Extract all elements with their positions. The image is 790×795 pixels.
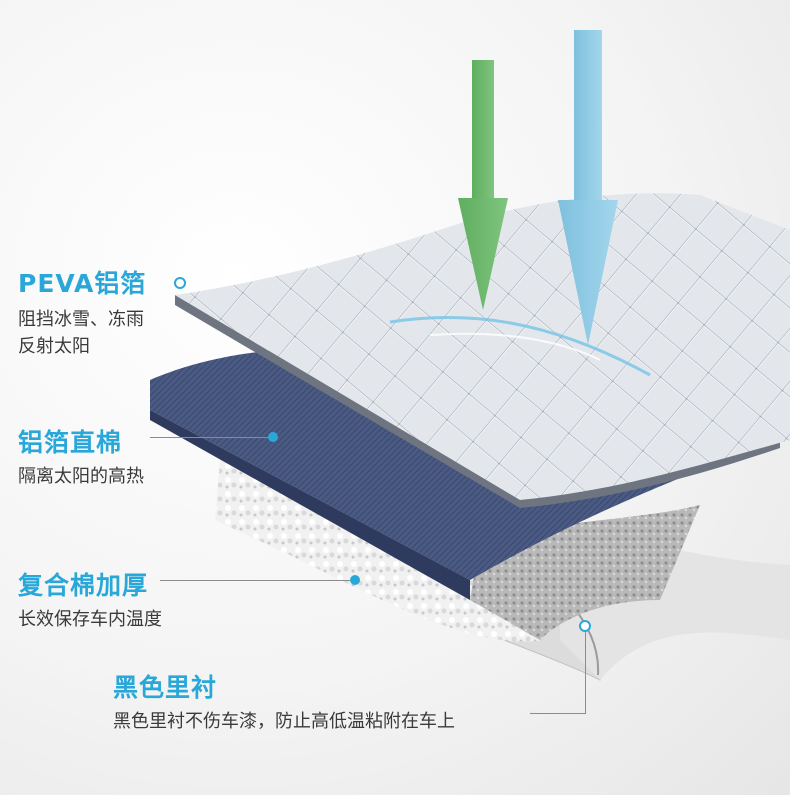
- blue-arrow-icon: [558, 30, 618, 345]
- peva-marker-dot: [174, 277, 186, 289]
- composite-cotton-desc: 长效保存车内温度: [18, 609, 162, 630]
- peva-foil-layer: [175, 193, 790, 500]
- callout-foil-cotton: 铝箔直棉 隔离太阳的高热: [18, 423, 144, 490]
- black-lining-desc: 黑色里衬不伤车漆，防止高低温粘附在车上: [113, 711, 455, 732]
- composite-cotton-title: 复合棉加厚: [18, 571, 149, 600]
- composite-cotton-marker-dot: [350, 575, 360, 585]
- green-arrow-icon: [458, 60, 508, 310]
- callout-peva: PEVA铝箔 阻挡冰雪、冻雨 反射太阳: [18, 264, 146, 360]
- peva-desc-2: 反射太阳: [18, 336, 90, 357]
- cotton-layer: [215, 460, 545, 642]
- foil-cotton-leader-line: [150, 437, 270, 438]
- navy-layer: [150, 349, 700, 580]
- composite-cotton-leader-line: [160, 580, 350, 581]
- foil-cotton-marker-dot: [268, 432, 278, 442]
- black-lining-marker-dot: [579, 620, 591, 632]
- black-lining-leader-line-v: [585, 628, 586, 714]
- peva-desc-1: 阻挡冰雪、冻雨: [18, 309, 144, 330]
- black-lining-title: 黑色里衬: [113, 673, 218, 702]
- callout-black-lining: 黑色里衬 黑色里衬不伤车漆，防止高低温粘附在车上: [113, 668, 455, 735]
- black-lining-leader-line-h: [530, 713, 585, 714]
- foil-cotton-desc: 隔离太阳的高热: [18, 466, 144, 487]
- peva-title: PEVA铝箔: [18, 269, 147, 298]
- foil-cotton-title: 铝箔直棉: [18, 428, 123, 457]
- callout-composite-cotton: 复合棉加厚 长效保存车内温度: [18, 566, 162, 633]
